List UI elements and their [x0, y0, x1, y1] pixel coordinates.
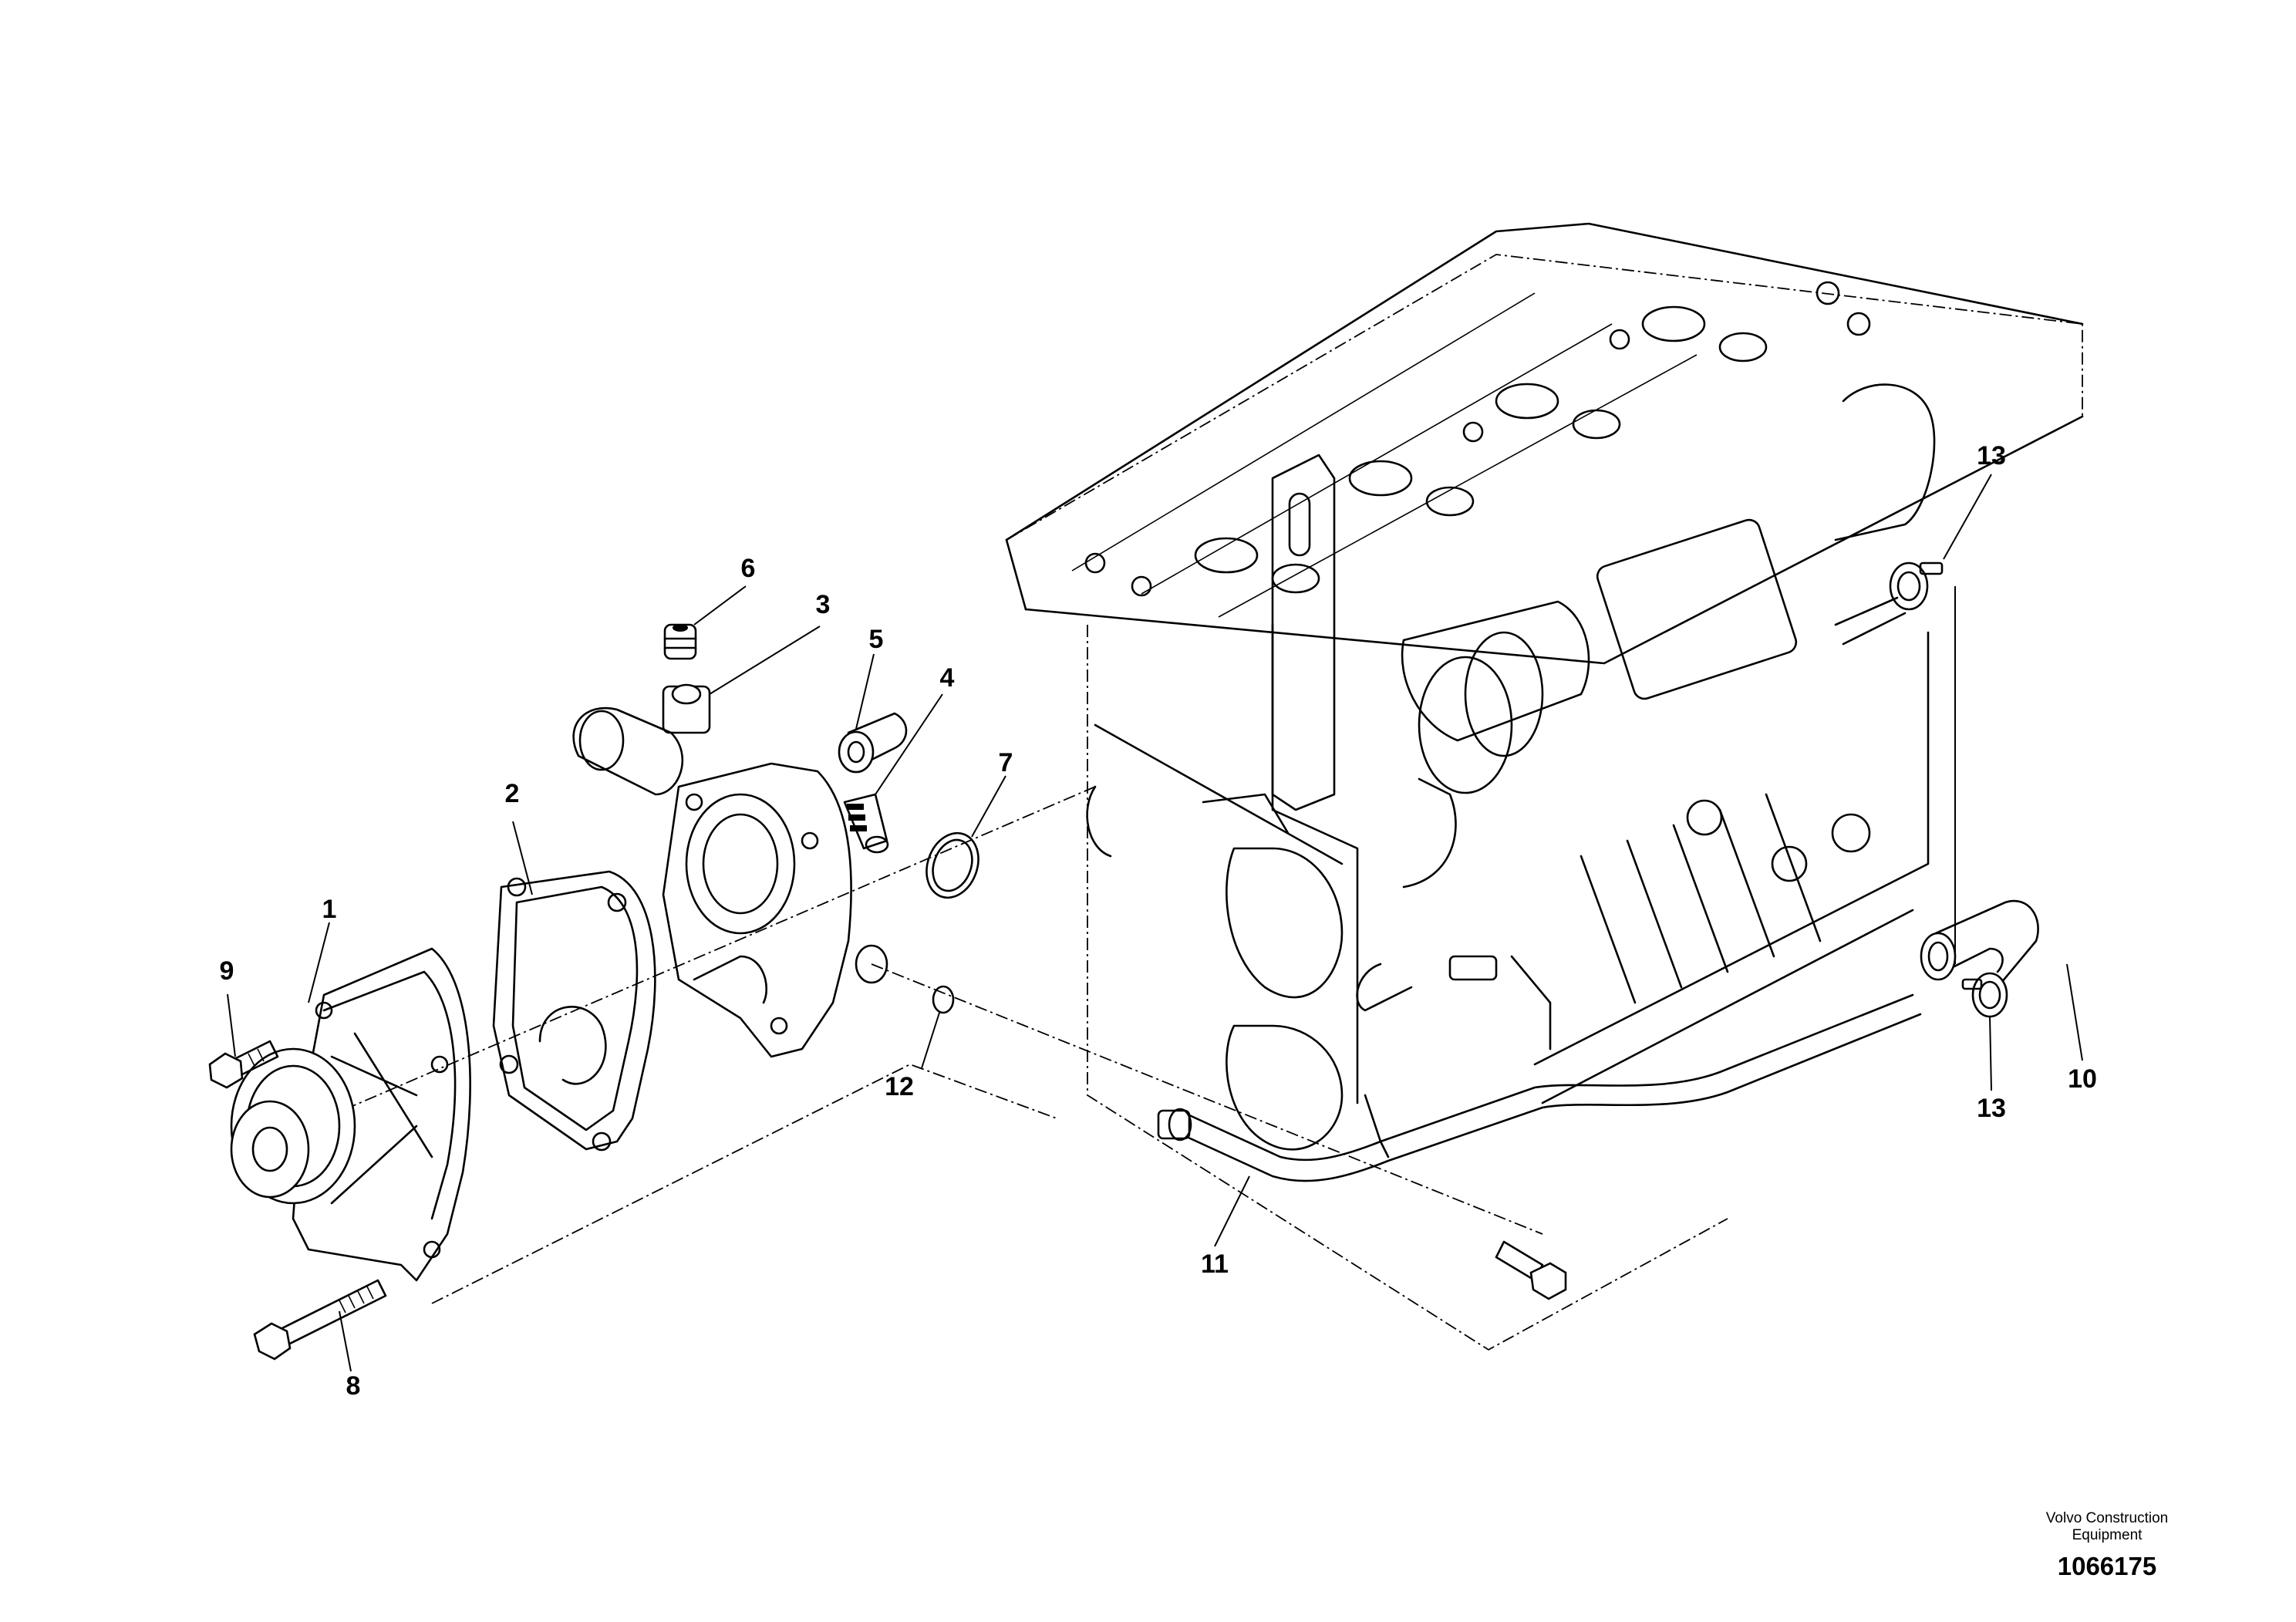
callout-11: 11	[1201, 1249, 1229, 1279]
brand-line-1: Volvo Construction	[2045, 1510, 2169, 1526]
callout-8: 8	[346, 1371, 361, 1401]
head-ports	[1084, 281, 1871, 597]
callout-5: 5	[869, 625, 884, 654]
callout-6: 6	[741, 554, 756, 583]
part-5-nipple	[838, 712, 908, 774]
part-6-plug	[663, 623, 697, 660]
callout-2: 2	[505, 779, 520, 808]
part-1-water-pump	[230, 947, 471, 1282]
document-footer: Volvo Construction Equipment 1066175	[1991, 1510, 2223, 1581]
part-12-small-o-ring	[932, 985, 955, 1014]
callout-1: 1	[322, 895, 337, 924]
part-7-o-ring	[925, 831, 979, 899]
part-9-short-bolt	[208, 1040, 279, 1089]
callout-9: 9	[220, 956, 234, 986]
part-2-gasket	[492, 870, 656, 1152]
callout-13-upper: 13	[1977, 441, 2006, 470]
part-8-long-bolt	[253, 1279, 387, 1361]
callout-3: 3	[816, 590, 831, 619]
callout-4: 4	[940, 663, 955, 693]
flange-bolt	[1495, 1240, 1567, 1300]
part-13-clamp-upper	[1834, 561, 1944, 646]
document-number: 1066175	[2057, 1552, 2157, 1580]
callout-12: 12	[885, 1072, 914, 1101]
part-4-connector	[843, 793, 889, 854]
callout-13-lower: 13	[1977, 1094, 2006, 1123]
assembly-centerlines	[323, 786, 1543, 1304]
callout-10: 10	[2068, 1064, 2097, 1094]
part-13-clamp-lower	[1961, 972, 2008, 1018]
part-3-pump-housing	[572, 683, 888, 1058]
engine-block	[1005, 222, 2084, 1351]
part-11-pipe	[1157, 993, 1922, 1182]
leader-lines	[227, 474, 2083, 1372]
callout-7: 7	[999, 748, 1013, 777]
part-10-hose	[1920, 899, 2039, 989]
callout-numbers: 1 2 3 4 5 6 7 8 9 10 11 12 13 13	[220, 441, 2097, 1401]
brand-line-2: Equipment	[2072, 1527, 2143, 1543]
